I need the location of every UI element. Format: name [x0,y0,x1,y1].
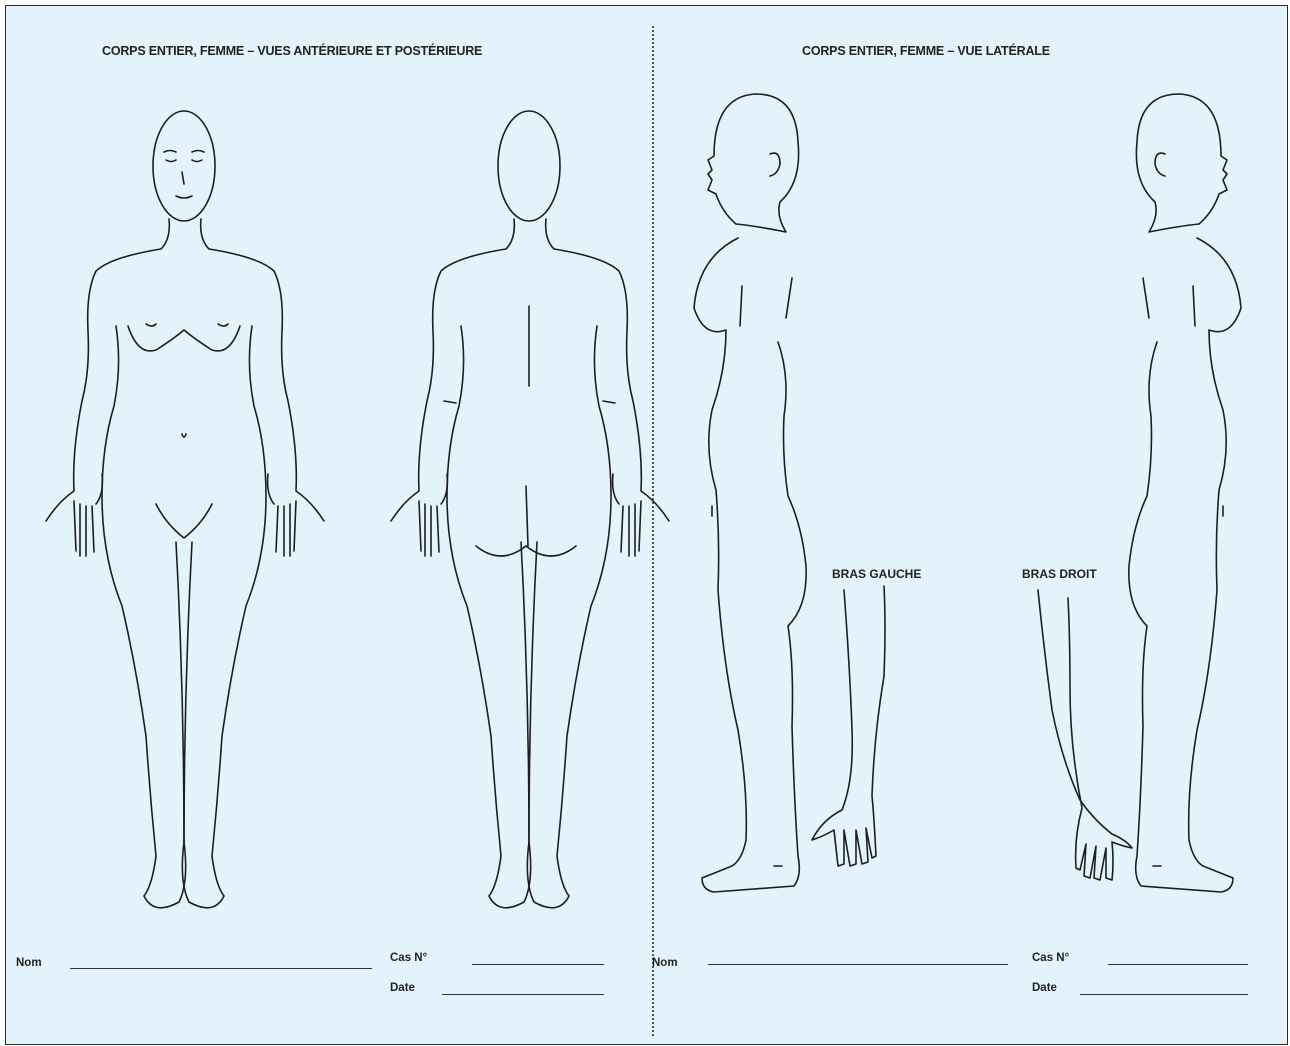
date-field[interactable] [442,994,604,995]
left-arm-caption: BRAS GAUCHE [832,567,921,581]
name-label: Nom [16,957,42,969]
body-diagrams [6,6,1288,1045]
female-front-view [46,111,324,908]
female-left-side-view [694,94,806,892]
right-arm-caption: BRAS DROIT [1022,567,1097,581]
right-arm [1038,590,1132,880]
date-field[interactable] [1080,994,1248,995]
case-number-label: Cas N° [1032,952,1069,964]
female-back-view [391,111,669,908]
case-number-field[interactable] [1108,964,1248,965]
date-label: Date [390,982,415,994]
date-label: Date [1032,982,1057,994]
left-arm [812,586,885,866]
female-right-side-view [1129,94,1241,892]
case-number-field[interactable] [472,964,604,965]
name-field[interactable] [708,964,1008,965]
case-number-label: Cas N° [390,952,427,964]
form-sheet: CORPS ENTIER, FEMME – VUES ANTÉRIEURE ET… [5,5,1288,1045]
name-label: Nom [652,957,678,969]
name-field[interactable] [70,968,372,969]
